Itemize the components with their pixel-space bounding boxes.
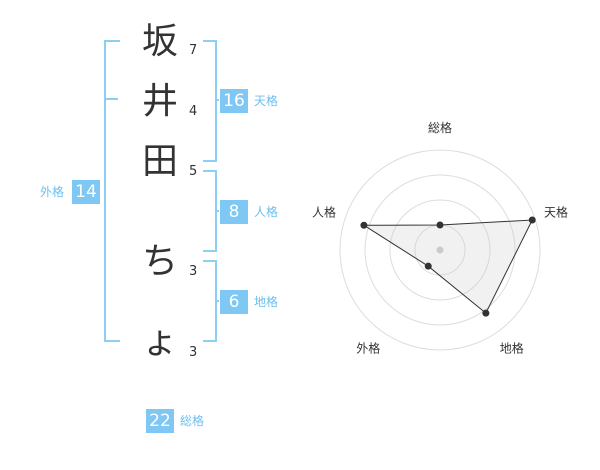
radar-ring — [339, 149, 541, 351]
gaikaku-label: 外格 — [40, 185, 65, 199]
name-char-3: 田 — [141, 141, 178, 182]
chikaku-value: 6 — [220, 290, 248, 314]
radar-point-4 — [424, 262, 432, 270]
radar-axis-label-5: 人格 — [312, 204, 336, 219]
name-char-1: 坂 — [141, 21, 178, 62]
tenkaku-bracket — [203, 40, 217, 162]
tenkaku-value: 16 — [220, 89, 248, 113]
chikaku-bracket-tick — [215, 300, 219, 302]
radar-axis-label-1: 総格 — [428, 120, 452, 135]
radar-point-2 — [528, 216, 536, 224]
radar-ring — [364, 174, 516, 326]
name-char-5: ょ — [141, 321, 178, 362]
gaikaku-bracket — [104, 40, 120, 342]
radar-axis-label-2: 天格 — [544, 204, 568, 219]
chikaku-label: 地格 — [254, 295, 279, 309]
stroke-count-1: 7 — [189, 43, 198, 58]
radar-data-polygon — [362, 219, 534, 314]
tenkaku-bracket-tick — [215, 99, 219, 101]
stroke-count-3: 5 — [189, 164, 198, 179]
name-char-4: ち — [141, 241, 178, 282]
radar-axis-label-4: 外格 — [356, 341, 380, 356]
radar-center-dot — [436, 246, 444, 254]
radar-point-3 — [482, 309, 490, 317]
radar-ring — [389, 199, 491, 301]
gaikaku-bracket-tick — [104, 98, 118, 100]
stroke-count-2: 4 — [189, 104, 198, 119]
gaikaku-value: 14 — [72, 180, 100, 204]
jinkaku-value: 8 — [220, 200, 248, 224]
soukaku-value: 22 — [146, 409, 174, 433]
radar-axis-label-3: 地格 — [500, 341, 524, 356]
stroke-count-5: 3 — [189, 345, 198, 360]
name-char-2: 井 — [141, 81, 178, 122]
radar-point-1 — [436, 221, 444, 229]
soukaku-label: 総格 — [180, 414, 205, 428]
radar-point-5 — [360, 221, 368, 229]
stroke-count-4: 3 — [189, 264, 198, 279]
tenkaku-label: 天格 — [254, 94, 279, 108]
jinkaku-label: 人格 — [254, 205, 279, 219]
jinkaku-bracket-tick — [215, 210, 219, 212]
